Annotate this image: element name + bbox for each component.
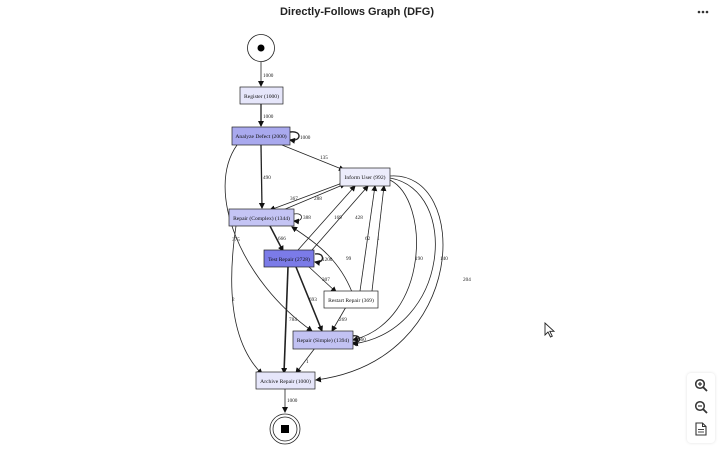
edge-label: 1200 (322, 257, 333, 263)
node-register[interactable]: Register (1000) (239, 86, 284, 105)
export-file-icon (695, 422, 707, 436)
more-options-button[interactable] (694, 5, 712, 19)
start-node[interactable] (247, 34, 275, 62)
mouse-cursor-icon (544, 322, 556, 338)
node-label: Repair (Complex) (1344) (233, 215, 290, 222)
more-horizontal-icon (697, 10, 709, 14)
export-button[interactable] (691, 419, 711, 439)
edge-label: 1000 (263, 114, 274, 120)
edge-restart-complex (291, 226, 353, 293)
node-label: Analyze Defect (2000) (235, 133, 286, 140)
edge-label: 666 (278, 236, 286, 242)
edge-complex-test (269, 225, 284, 252)
node-restart-repair[interactable]: Restart Repair (369) (323, 290, 379, 309)
edge-inform-complex-b (282, 183, 346, 211)
node-label: Archive Repair (1000) (260, 378, 311, 385)
zoom-out-icon (694, 400, 708, 414)
edge-label: 169 (334, 215, 342, 221)
edge-label: 288 (314, 196, 322, 202)
zoom-toolbar (687, 373, 715, 443)
edge-restart-inform-b (371, 185, 387, 292)
edge-inform-complex-a (269, 181, 346, 212)
node-test-repair[interactable]: Test Repair (2728) (263, 249, 315, 268)
node-label: Inform User (992) (344, 174, 385, 181)
edge-label: 99 (346, 256, 352, 262)
edge-analyze-self (289, 131, 300, 144)
edge-label: 140 (440, 256, 448, 262)
edge-label: 693 (309, 297, 317, 303)
edge-inform-simple-b (352, 177, 436, 347)
zoom-in-icon (694, 378, 708, 392)
edge-label: 1000 (287, 398, 298, 404)
zoom-in-button[interactable] (691, 375, 711, 395)
edge-label: 307 (322, 277, 330, 283)
edge-test-simple (295, 266, 323, 332)
edge-complex-self (293, 213, 302, 225)
edge-label: 269 (339, 317, 347, 323)
edge-label: 1000 (300, 135, 311, 141)
edge-test-inform (297, 185, 356, 251)
node-repair-simple[interactable]: Repair (Simple) (1394) (292, 330, 354, 350)
edge-label: 428 (355, 215, 363, 221)
edge-restart-inform (359, 185, 378, 292)
page-title: Directly-Follows Graph (DFG) (279, 6, 434, 18)
edge-label: 190 (415, 256, 423, 262)
edge-simple-archive (295, 347, 316, 374)
node-inform-user[interactable]: Inform User (992) (339, 167, 391, 187)
edge-label: 2 (232, 297, 235, 303)
node-archive-repair[interactable]: Archive Repair (1000) (255, 371, 316, 390)
edge-label: 135 (320, 155, 328, 161)
edge-analyze-inform (281, 144, 345, 171)
zoom-out-button[interactable] (691, 397, 711, 417)
edge-test-restart (307, 265, 337, 293)
edge-complex-archive (231, 225, 263, 375)
edge-label: 1 (306, 359, 309, 365)
edge-test-self (314, 253, 324, 266)
edge-label: 388 (303, 215, 311, 221)
edge-label: 660 (358, 337, 366, 343)
edge-label: 375 (232, 237, 240, 243)
node-label: Test Repair (2728) (268, 256, 310, 263)
edge-inform-simple (352, 179, 417, 342)
node-label: Register (1000) (244, 93, 279, 100)
node-repair-complex[interactable]: Repair (Complex) (1344) (228, 208, 295, 227)
edge-restart-simple (331, 306, 347, 332)
edge-test-inform-b (311, 185, 369, 251)
node-label: Restart Repair (369) (328, 297, 374, 304)
edge-test-archive (281, 266, 289, 374)
edge-label: 367 (290, 196, 298, 202)
node-analyze-defect[interactable]: Analyze Defect (2000) (231, 126, 291, 146)
edge-label: 784 (289, 317, 297, 323)
edge-analyze-complex (258, 144, 265, 209)
edge-label: 204 (463, 277, 471, 283)
edge-label: 1 (377, 236, 380, 242)
edge-label: 1000 (263, 73, 274, 79)
node-label: Repair (Simple) (1394) (297, 337, 349, 344)
edge-label: 490 (263, 175, 271, 181)
edge-inform-archive (315, 175, 444, 383)
edge-label: 62 (365, 236, 371, 242)
edge-simple-self (351, 335, 361, 347)
end-node[interactable] (269, 413, 301, 445)
